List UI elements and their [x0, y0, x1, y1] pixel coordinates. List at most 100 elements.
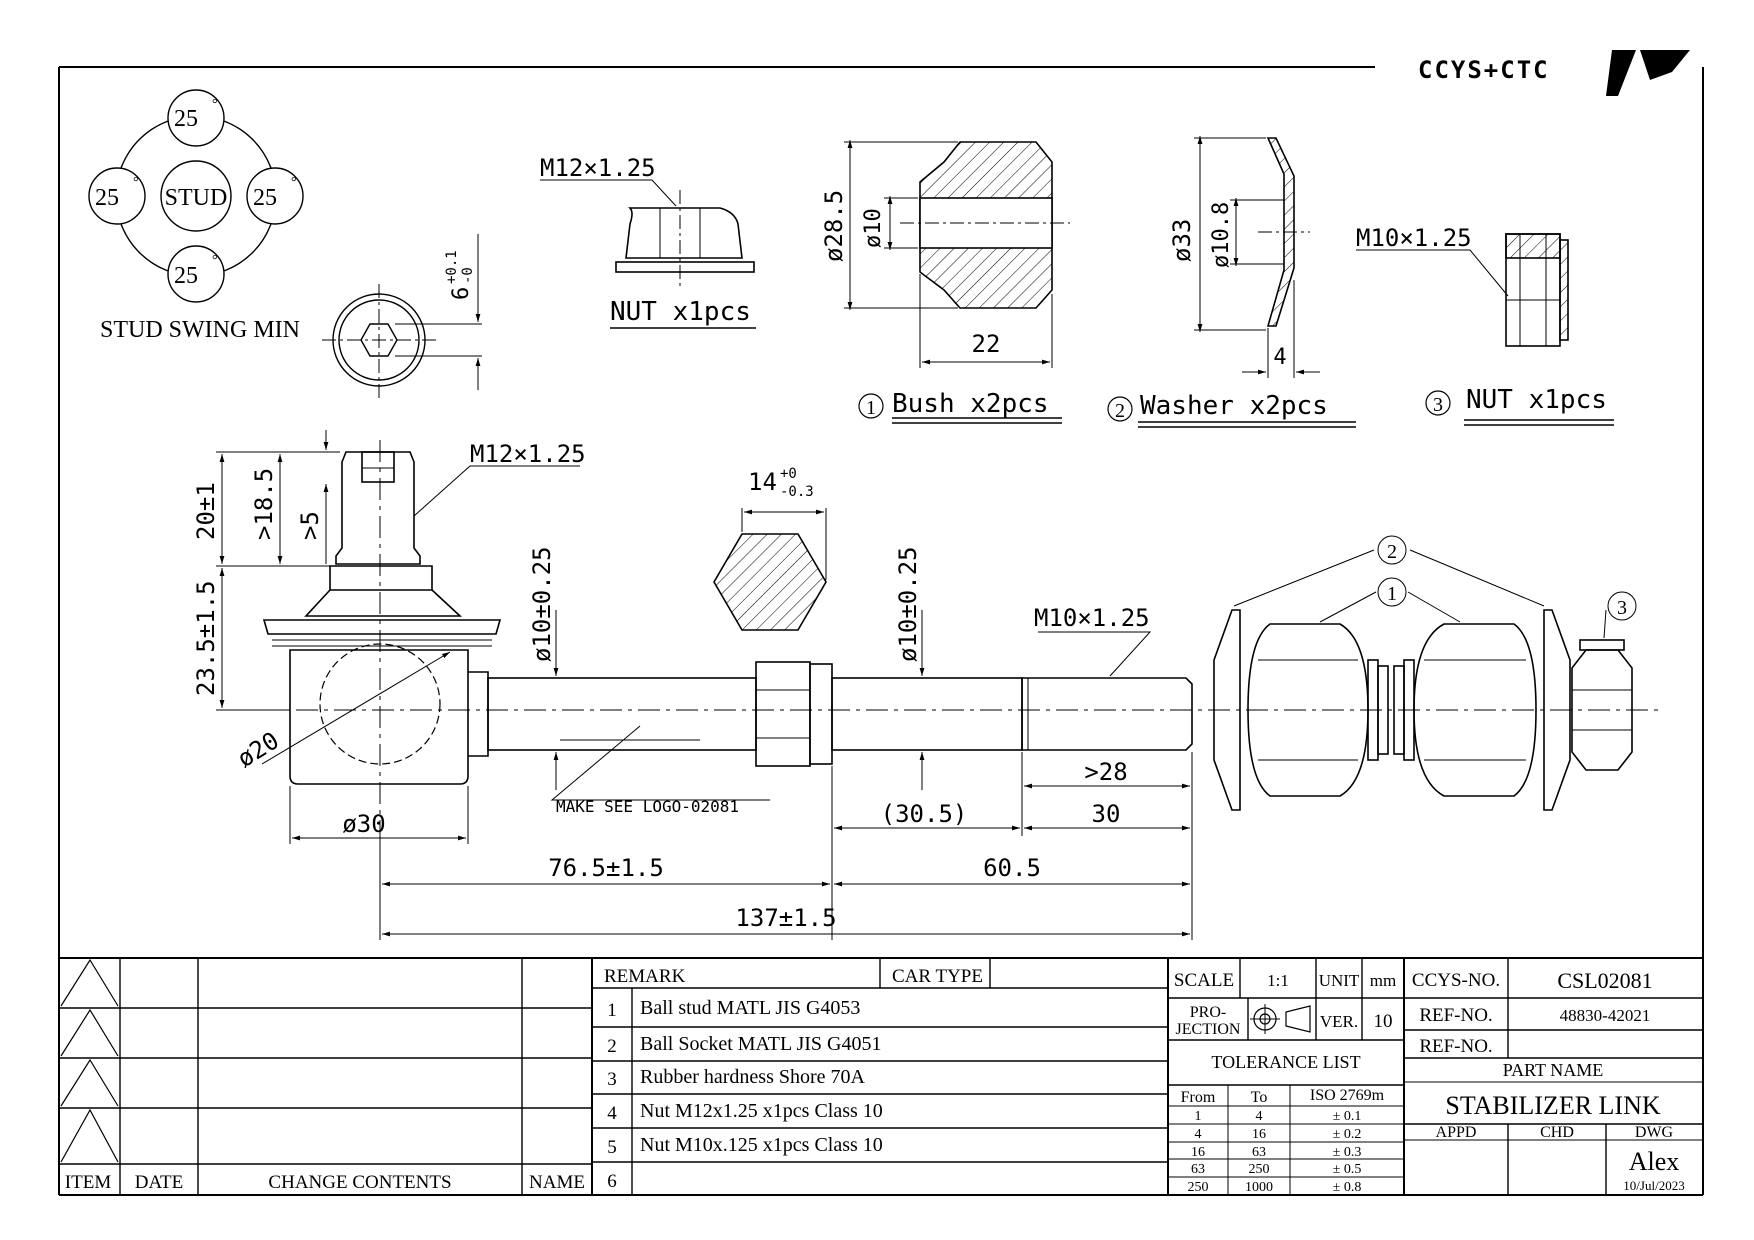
- title-block: [1404, 958, 1703, 1195]
- bush-length: 22: [972, 330, 1001, 358]
- appd-label: APPD: [1436, 1124, 1477, 1141]
- projection-label: JECTION: [1176, 1021, 1241, 1038]
- svg-text:-0: -0: [460, 267, 476, 284]
- stud-thread-label: M12×1.25: [470, 440, 586, 468]
- unit-label: UNIT: [1319, 971, 1360, 990]
- dim-28: >28: [1084, 758, 1127, 786]
- tol-header-to: To: [1251, 1089, 1268, 1106]
- unit-value: mm: [1370, 971, 1396, 990]
- balloon-3: 3: [1617, 597, 1627, 619]
- ref-value: 48830-42021: [1560, 1006, 1651, 1025]
- part-name-label: PART NAME: [1503, 1060, 1603, 1080]
- remark-row-num: 2: [607, 1036, 617, 1057]
- tol-cell: 16: [1191, 1145, 1205, 1160]
- dim-137: 137±1.5: [735, 904, 836, 932]
- logo-mark-icon: [1606, 50, 1690, 96]
- bush-outer-dia: ø28.5: [820, 190, 848, 262]
- drawing-frame: [58, 66, 1704, 1196]
- revision-triangle-icon: [60, 1008, 119, 1057]
- thread-end-label: M10×1.25: [1034, 604, 1150, 632]
- revision-header-contents: CHANGE CONTENTS: [268, 1172, 451, 1193]
- svg-text:14: 14: [748, 468, 777, 496]
- revision-triangle-icon: [60, 1108, 119, 1163]
- shaft-dia-left: ø10±0.25: [528, 546, 556, 662]
- swing-angle-left: 25: [95, 185, 119, 211]
- remark-row-text: Rubber hardness Shore 70A: [640, 1066, 866, 1088]
- degree-mark: °: [212, 97, 218, 112]
- tol-cell: 63: [1191, 1162, 1205, 1177]
- revision-triangle-icon: [60, 1058, 119, 1107]
- tol-header-from: From: [1181, 1089, 1216, 1106]
- bush-inner-dia: ø10: [861, 208, 886, 248]
- ref-label-2: REF-NO.: [1419, 1036, 1492, 1057]
- revision-header-item: ITEM: [65, 1172, 112, 1193]
- nut-m10-number: 3: [1433, 394, 1443, 416]
- projection-label: PRO-: [1190, 1004, 1226, 1021]
- washer-label: Washer x2pcs: [1140, 391, 1328, 421]
- remark-row-text: Ball Socket MATL JIS G4051: [640, 1033, 881, 1055]
- revision-header-name: NAME: [529, 1172, 585, 1193]
- tol-cell: 1000: [1245, 1180, 1273, 1195]
- tol-cell: ± 0.1: [1333, 1109, 1362, 1124]
- tol-cell: 4: [1256, 1109, 1263, 1124]
- swing-caption: STUD SWING MIN: [100, 317, 300, 343]
- nut-m12-thread: M12×1.25: [540, 154, 656, 182]
- dim-76-5: 76.5±1.5: [548, 854, 664, 882]
- revision-table: [59, 957, 1703, 1195]
- version-value: 10: [1374, 1011, 1393, 1032]
- svg-text:+0: +0: [780, 466, 797, 482]
- washer-section-view: [1107, 136, 1356, 428]
- nut-m10-thread: M10×1.25: [1356, 224, 1472, 252]
- dim-18-5: >18.5: [250, 468, 278, 540]
- tol-cell: ± 0.2: [1333, 1127, 1362, 1142]
- shaft-dia-right: ø10±0.25: [894, 546, 922, 662]
- car-type-header: CAR TYPE: [892, 966, 983, 987]
- stud-top-view: [322, 234, 482, 398]
- tol-cell: 4: [1195, 1127, 1202, 1142]
- nut-m12-view: [540, 179, 756, 329]
- degree-mark: °: [291, 175, 297, 190]
- remark-row-num: 3: [607, 1069, 617, 1090]
- tol-cell: 16: [1252, 1127, 1266, 1142]
- stud-swing-diagram: [88, 89, 304, 303]
- nut-m10-view: [1356, 233, 1614, 426]
- dim-30: 30: [1092, 800, 1121, 828]
- tol-cell: 63: [1252, 1145, 1266, 1160]
- main-dimension-lines: [216, 430, 1637, 940]
- ccys-label: CCYS-NO.: [1412, 970, 1500, 991]
- tol-cell: 250: [1249, 1162, 1270, 1177]
- tol-cell: 1: [1195, 1109, 1202, 1124]
- nut-m12-label: NUT x1pcs: [610, 297, 751, 327]
- tol-cell: 250: [1188, 1180, 1209, 1195]
- scale-value: 1:1: [1267, 971, 1289, 990]
- tolerance-title: TOLERANCE LIST: [1211, 1052, 1360, 1072]
- company-logo: CCYS+CTC: [1418, 50, 1690, 96]
- dim-23-5: 23.5±1.5: [192, 580, 220, 696]
- svg-text:6: 6: [449, 287, 474, 300]
- washer-inner-dia: ø10.8: [1209, 202, 1234, 268]
- remark-row-num: 5: [607, 1137, 617, 1158]
- tol-cell: ± 0.3: [1333, 1145, 1362, 1160]
- nut-m10-label: NUT x1pcs: [1466, 385, 1607, 415]
- svg-text:CCYS+CTC: CCYS+CTC: [1418, 56, 1550, 84]
- tol-cell: ± 0.5: [1333, 1162, 1362, 1177]
- swing-center-label: STUD: [165, 185, 228, 211]
- part-name: STABILIZER LINK: [1445, 1091, 1660, 1120]
- scale-tolerance-block: [1168, 958, 1405, 1195]
- bush-number: 1: [866, 397, 876, 419]
- dim-30-5: (30.5): [881, 800, 968, 828]
- remark-row-text: Nut M10x.125 x1pcs Class 10: [640, 1134, 883, 1156]
- dim-5: >5: [296, 511, 324, 540]
- chd-label: CHD: [1540, 1124, 1574, 1141]
- remark-row-text: Nut M12x1.25 x1pcs Class 10: [640, 1100, 883, 1122]
- washer-outer-dia: ø33: [1168, 219, 1196, 262]
- tol-cell: ± 0.8: [1333, 1180, 1362, 1195]
- logo-note: MAKE SEE LOGO-02081: [556, 797, 739, 816]
- version-label: VER.: [1320, 1012, 1358, 1031]
- revision-header-date: DATE: [135, 1172, 184, 1193]
- remark-row-num: 1: [607, 1000, 617, 1021]
- washer-thickness: 4: [1273, 345, 1286, 370]
- remark-row-num: 4: [607, 1103, 617, 1124]
- ref-label: REF-NO.: [1419, 1005, 1492, 1026]
